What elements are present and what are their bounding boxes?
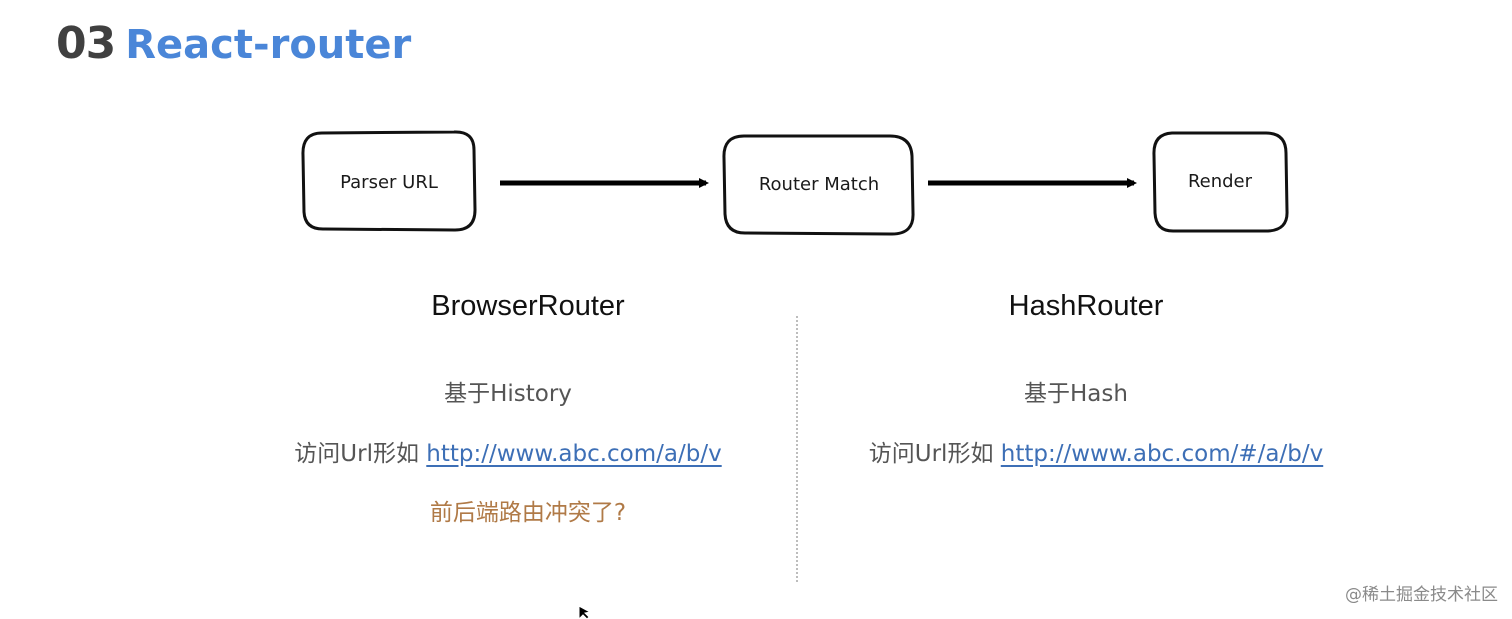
browser-router-access: 访问Url形如 http://www.abc.com/a/b/v [258,434,758,468]
browser-router-heading: BrowserRouter [431,290,625,322]
node-render: Render [1152,131,1289,233]
hash-router-basis: 基于Hash [1024,381,1128,407]
node-label-render: Render [1188,171,1253,192]
column-divider [796,316,798,582]
node-label-parser-url: Parser URL [340,172,438,193]
browser-router-access-prefix: 访问Url形如 [294,441,419,467]
browser-router-basis: 基于History [444,381,572,407]
hash-router-access: 访问Url形如 http://www.abc.com/#/a/b/v [846,434,1346,468]
watermark: @稀土掘金技术社区 [1345,585,1498,605]
slide-title-text: React-router [125,22,412,68]
browser-router-example-link[interactable]: http://www.abc.com/a/b/v [426,441,722,467]
node-label-router-match: Router Match [759,174,879,195]
node-parser-url: Parser URL [301,130,477,232]
route-conflict-question: 前后端路由冲突了? [429,500,627,526]
hash-router-example-link[interactable]: http://www.abc.com/#/a/b/v [1000,441,1324,467]
slide-title: 03 React-router [56,18,411,78]
mouse-cursor-icon [578,606,592,619]
hash-router-heading: HashRouter [1008,290,1164,322]
node-router-match: Router Match [722,134,915,236]
slide-number: 03 [56,18,116,69]
hash-router-access-prefix: 访问Url形如 [868,441,994,467]
